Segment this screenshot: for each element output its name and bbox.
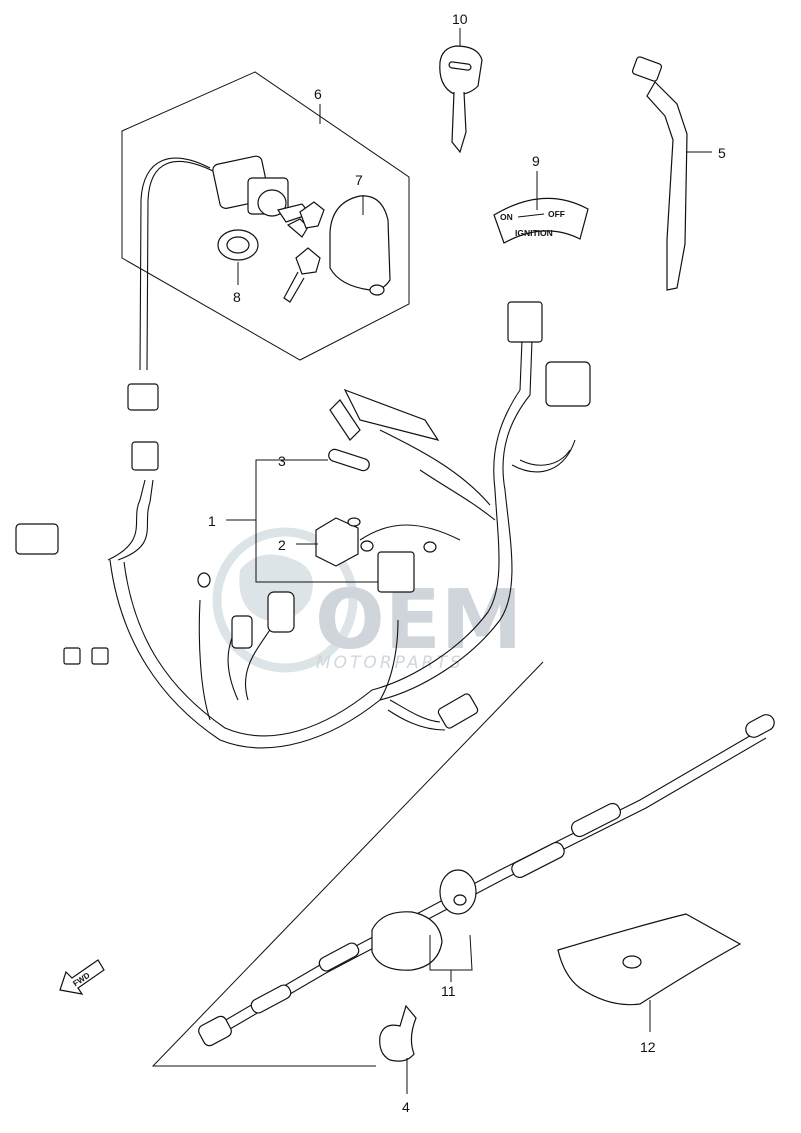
callout-8: 8 xyxy=(233,289,241,305)
decal-ignition-text: IGNITION xyxy=(515,228,553,238)
forward-direction-arrow: FWD xyxy=(59,959,105,995)
insulation-pad xyxy=(557,913,742,1006)
oem-watermark: OEM MOTORPARTS xyxy=(212,527,522,673)
ignition-key-in-box xyxy=(283,201,325,303)
ignition-switch xyxy=(212,155,312,238)
main-wiring-harness xyxy=(107,339,576,749)
ignition-key xyxy=(439,45,483,154)
callout-4: 4 xyxy=(402,1099,410,1115)
ignition-switch-wire xyxy=(146,160,216,371)
watermark-sub-text: MOTORPARTS xyxy=(316,653,464,673)
relay xyxy=(315,517,361,567)
ignition-switch-cap xyxy=(329,195,391,296)
decal-off-text: OFF xyxy=(548,209,565,219)
callout-6: 6 xyxy=(314,86,322,102)
fuse xyxy=(328,448,370,472)
callout-10: 10 xyxy=(452,11,468,27)
decal-on-text: ON xyxy=(500,212,513,222)
callout-3: 3 xyxy=(278,453,286,469)
callout-7: 7 xyxy=(355,172,363,188)
callout-12: 12 xyxy=(640,1039,656,1055)
callout-1: 1 xyxy=(208,513,216,529)
watermark-globe xyxy=(212,527,358,673)
callout-9: 9 xyxy=(532,153,540,169)
callout-2: 2 xyxy=(278,537,286,553)
harness-connectors xyxy=(15,301,591,729)
cable-clamp xyxy=(379,1004,417,1062)
diagonal-divider xyxy=(151,661,544,1067)
callout-5: 5 xyxy=(718,145,726,161)
ignition-decal: ON OFF IGNITION xyxy=(493,197,589,244)
temperature-sensor-cable xyxy=(198,714,775,1047)
watermark-logo-text: OEM xyxy=(315,573,522,668)
cable-tie xyxy=(631,56,688,291)
ignition-switch-assembly-box xyxy=(121,71,410,361)
callout-11: 11 xyxy=(441,983,456,999)
ignition-switch-nut xyxy=(217,229,259,261)
